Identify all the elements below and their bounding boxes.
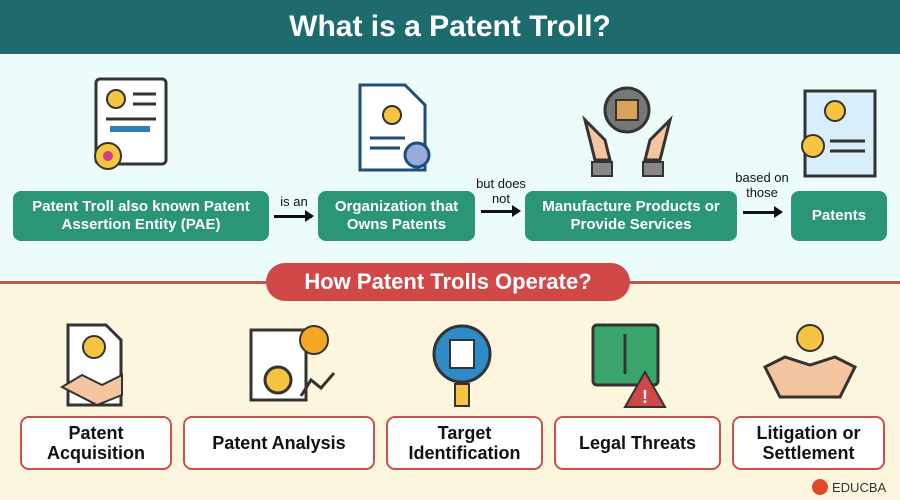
definition-box-pae: Patent Troll also known Patent Assertion… (13, 191, 269, 241)
educba-logo: EDUCBA (812, 479, 886, 495)
page-title: What is a Patent Troll? (0, 0, 900, 54)
step-litigation-settlement: Litigation or Settlement (732, 416, 885, 470)
step-target-identification: Target Identification (386, 416, 543, 470)
definition-box-patents: Patents (791, 191, 887, 241)
arrow-icon (274, 210, 314, 222)
logo-icon (812, 479, 828, 495)
patent-document-icon (358, 83, 431, 172)
step-legal-threats: Legal Threats (554, 416, 721, 470)
arrow-icon (481, 205, 521, 217)
handshake-settlement-icon (762, 324, 858, 399)
section-title-operate: How Patent Trolls Operate? (266, 263, 630, 301)
definition-box-manufacture: Manufacture Products or Provide Services (525, 191, 737, 241)
connector-based-on-those: based on those (735, 170, 789, 200)
step-patent-acquisition: Patent Acquisition (20, 416, 172, 470)
patent-scroll-icon (801, 89, 877, 178)
arrow-icon (743, 206, 783, 218)
patent-analysis-icon (249, 325, 336, 402)
connector-but-does-not: but does not (476, 176, 526, 206)
target-identification-icon (432, 324, 492, 407)
hands-gear-box-icon (582, 86, 673, 177)
definition-box-organization: Organization that Owns Patents (318, 191, 475, 241)
svg-text:!: ! (642, 387, 648, 407)
legal-threats-icon: ! (591, 323, 667, 408)
logo-text: EDUCBA (832, 479, 887, 495)
connector-is-an: is an (280, 194, 308, 209)
step-patent-analysis: Patent Analysis (183, 416, 375, 470)
certificate-icon (94, 77, 168, 170)
patent-acquisition-icon (60, 323, 123, 407)
